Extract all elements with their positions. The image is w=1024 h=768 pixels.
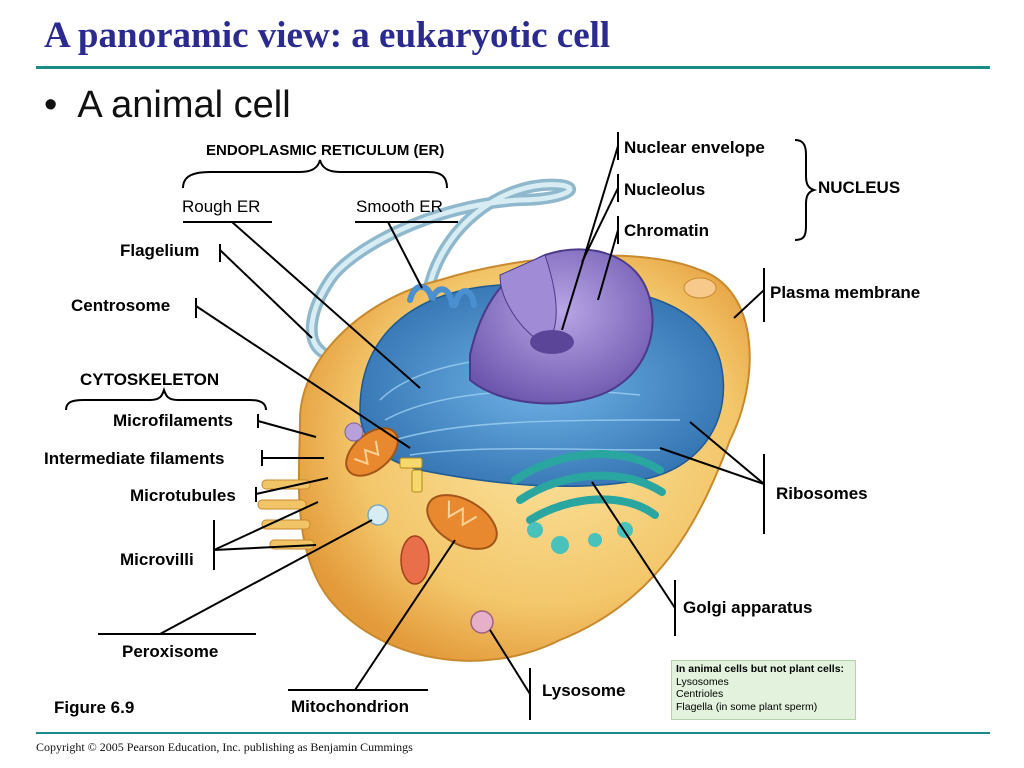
label-intermediate-filaments: Intermediate filaments [44, 449, 225, 468]
label-microvilli: Microvilli [120, 550, 194, 569]
lysosome-shape [470, 610, 494, 634]
label-cytoskeleton: CYTOSKELETON [80, 370, 220, 389]
label-ribosomes: Ribosomes [776, 484, 868, 503]
label-nucleus: NUCLEUS [818, 178, 901, 197]
footer-divider [36, 732, 990, 734]
note-item: Flagella (in some plant sperm) [676, 700, 818, 713]
label-nuclear-envelope: Nuclear envelope [624, 138, 765, 157]
label-plasma-membrane: Plasma membrane [770, 283, 921, 302]
label-golgi-apparatus: Golgi apparatus [683, 598, 813, 617]
nucleolus-shape [530, 330, 574, 354]
golgi-shape [511, 450, 666, 524]
label-microtubules: Microtubules [130, 486, 236, 505]
animal-only-note: In animal cells but not plant cells: Lys… [671, 660, 856, 720]
figure-number: Figure 6.9 [54, 698, 135, 717]
label-lysosome: Lysosome [542, 681, 626, 700]
bullet-text: • A animal cell [44, 84, 291, 127]
label-mitochondrion: Mitochondrion [291, 697, 410, 716]
label-flagelium: Flagelium [120, 241, 200, 260]
note-heading: In animal cells but not plant cells: [676, 663, 845, 675]
label-smooth-er: Smooth ER [356, 197, 443, 216]
bullet-label: A animal cell [77, 84, 291, 126]
smooth-er-shape [407, 283, 477, 308]
label-centrosome: Centrosome [71, 296, 171, 315]
label-peroxisome: Peroxisome [122, 642, 219, 661]
mitochondrion-shape [345, 427, 498, 585]
label-microfilaments: Microfilaments [113, 411, 233, 430]
label-nucleolus: Nucleolus [624, 180, 706, 199]
peroxisome-shape [367, 504, 389, 526]
label-chromatin: Chromatin [624, 221, 709, 240]
centrosome-shape [399, 457, 423, 493]
note-item: Lysosomes [676, 675, 729, 688]
bullet-dot-icon: • [44, 84, 58, 126]
leader-lines [65, 132, 818, 720]
slide-title: A panoramic view: a eukaryotic cell [44, 15, 611, 56]
label-er-group: ENDOPLASMIC RETICULUM (ER) [206, 142, 445, 159]
label-rough-er: Rough ER [182, 197, 261, 216]
note-item: Centrioles [676, 688, 724, 700]
copyright-text: Copyright © 2005 Pearson Education, Inc.… [36, 740, 413, 754]
title-divider [36, 66, 990, 69]
